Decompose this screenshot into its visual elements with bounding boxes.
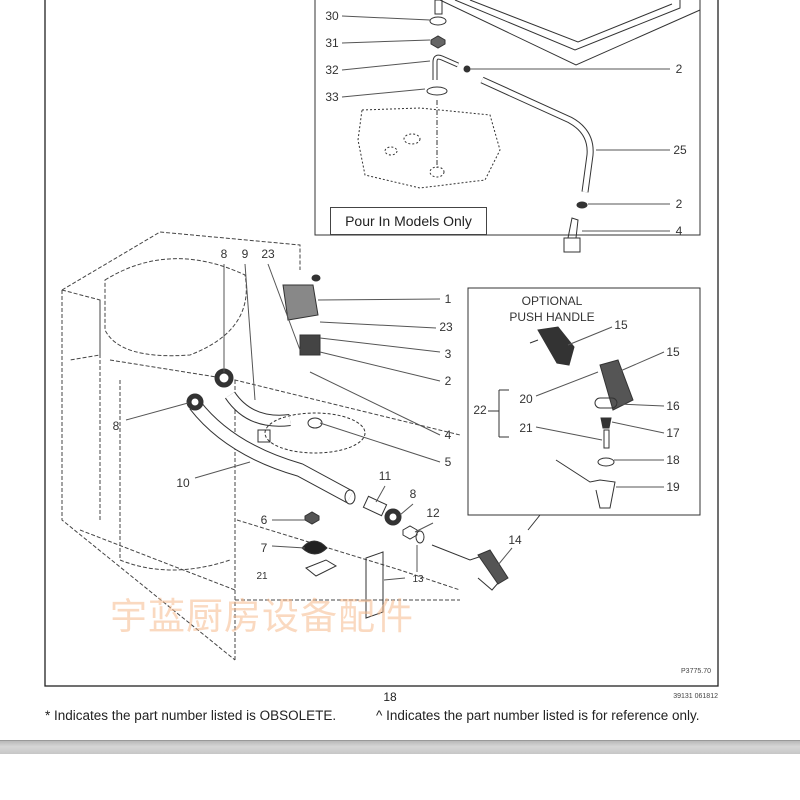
callout-4: 4: [675, 224, 683, 238]
callout-18: 18: [666, 453, 680, 467]
callout-8: 8: [112, 419, 120, 433]
main-frame: [44, 0, 719, 687]
callout-2: 2: [675, 197, 683, 211]
pour-in-models-label: Pour In Models Only: [330, 207, 487, 235]
callout-22: 22: [473, 403, 487, 417]
callout-21: 21: [256, 571, 268, 582]
callout-5: 5: [444, 455, 452, 469]
optional-inset-frame: [467, 287, 701, 516]
callout-32: 32: [325, 63, 339, 77]
callout-19: 19: [666, 480, 680, 494]
callout-1: 1: [444, 292, 452, 306]
callout-4: 4: [444, 428, 452, 442]
callout-23: 23: [439, 320, 453, 334]
callout-20: 20: [519, 392, 533, 406]
main-leader-lines: [125, 263, 513, 581]
callout-25: 25: [673, 143, 687, 157]
callout-23: 23: [261, 247, 275, 261]
page-separator-bar: [0, 740, 800, 755]
inset-leader: [527, 514, 541, 531]
optional-leader-lines: [535, 326, 665, 488]
main-parts: [186, 274, 509, 619]
optional-push-handle-title: OPTIONAL PUSH HANDLE: [509, 293, 594, 325]
reference-note: ^ Indicates the part number listed is fo…: [376, 708, 700, 723]
callout-7: 7: [260, 541, 268, 555]
top-leader-lines: [341, 15, 670, 232]
manual-page: 30 31 32 33 2 25 2 4 Pour In Models Only…: [44, 0, 719, 723]
optional-parts: [488, 326, 634, 509]
obsolete-note: * Indicates the part number listed is OB…: [45, 708, 337, 723]
callout-3: 3: [444, 347, 452, 361]
callout-31: 31: [325, 36, 339, 50]
callout-17: 17: [666, 426, 680, 440]
callout-2: 2: [444, 374, 452, 388]
callout-12: 12: [426, 506, 440, 520]
callout-9: 9: [241, 247, 249, 261]
figure-id: P3775.70: [681, 668, 711, 675]
callout-21: 21: [519, 421, 533, 435]
optional-title-line2: PUSH HANDLE: [509, 310, 595, 324]
callout-15: 15: [666, 345, 680, 359]
callout-2: 2: [675, 62, 683, 76]
viewer-background: [0, 754, 800, 800]
pour-in-inset-frame: [314, 0, 701, 236]
callout-6: 6: [260, 513, 268, 527]
optional-title-line1: OPTIONAL: [521, 294, 583, 308]
page-number: 18: [383, 690, 397, 704]
callout-8: 8: [220, 247, 228, 261]
document-code: 39131 061812: [673, 693, 718, 700]
callout-8: 8: [409, 487, 417, 501]
tray-illustration: [357, 0, 701, 253]
callout-15: 15: [614, 318, 628, 332]
watermark: 宇蓝厨房设备配件: [110, 595, 414, 638]
callout-33: 33: [325, 90, 339, 104]
callout-16: 16: [666, 399, 680, 413]
parts-diagram: [44, 0, 719, 687]
callout-13: 13: [412, 574, 424, 585]
cabinet-outline: [61, 231, 461, 661]
callout-10: 10: [176, 476, 190, 490]
callout-11: 11: [378, 469, 392, 483]
callout-14: 14: [508, 533, 522, 547]
callout-30: 30: [325, 9, 339, 23]
